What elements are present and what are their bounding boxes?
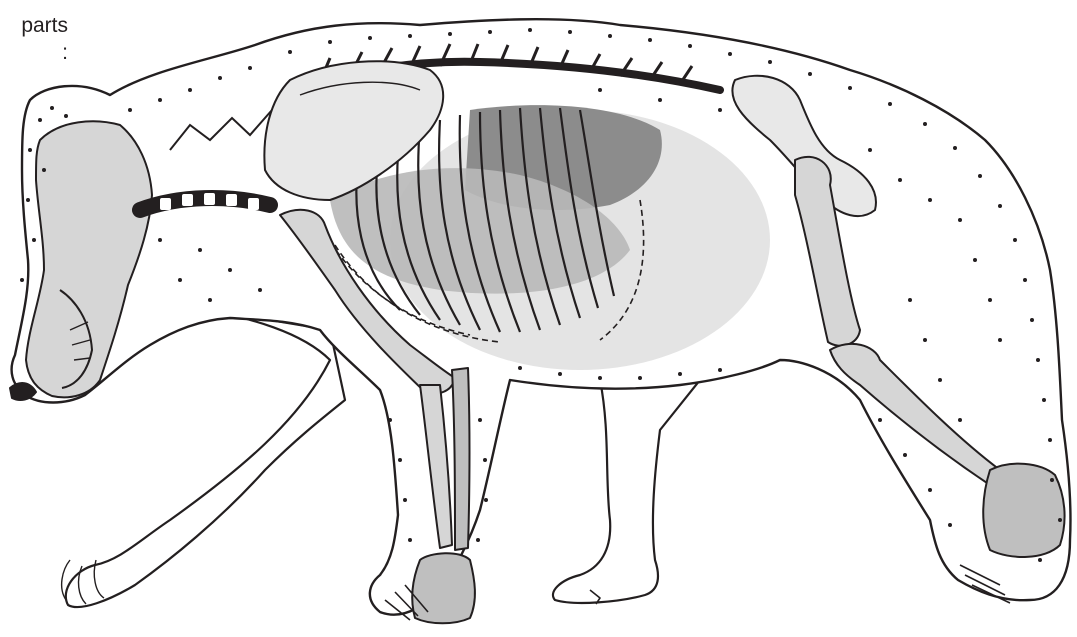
far-hindleg xyxy=(553,380,700,604)
